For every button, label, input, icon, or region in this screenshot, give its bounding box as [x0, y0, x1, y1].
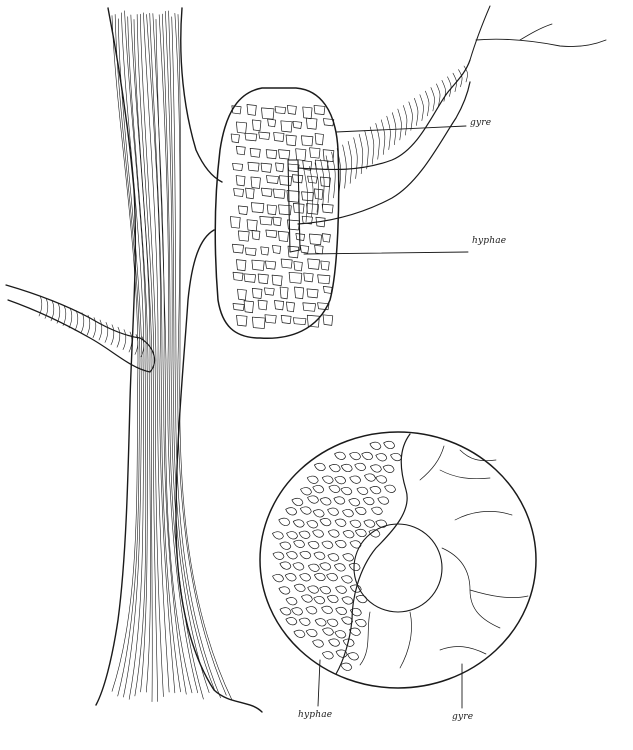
label-bottom-pith: gyre [452, 712, 473, 722]
label-top-hyphae: hyphae [472, 236, 506, 246]
label-bottom-hyphae: hyphae [298, 710, 332, 720]
upper-branch [298, 6, 606, 224]
label-top-pith: gyre [470, 118, 491, 128]
leader-lines-top [304, 126, 468, 254]
gall-outline [215, 88, 339, 338]
cross-section [260, 432, 536, 688]
